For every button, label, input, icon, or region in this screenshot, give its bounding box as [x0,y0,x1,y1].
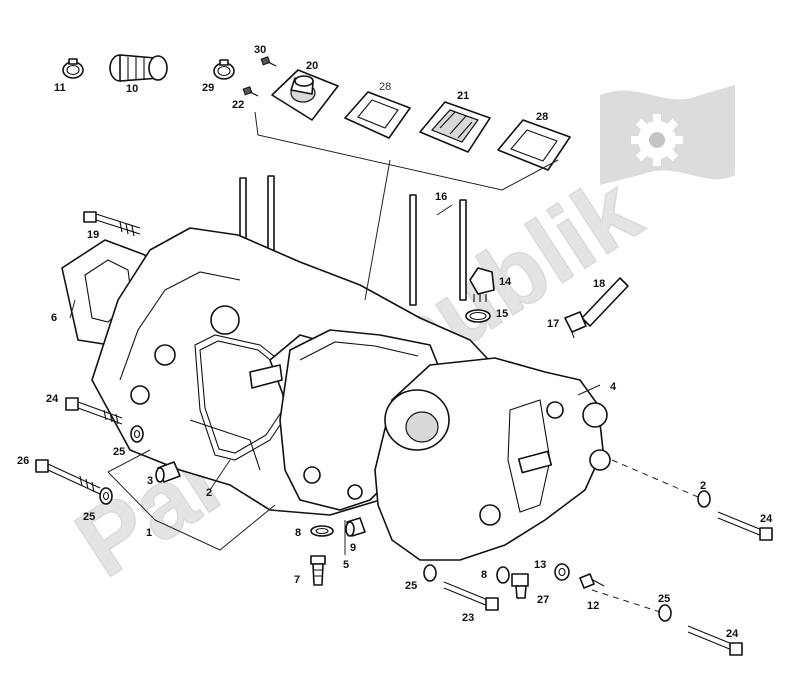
callout-8-center: 8 [295,527,301,539]
part-9-dowel [345,517,366,537]
callout-labels: 11 10 29 22 30 20 28 21 28 19 16 14 15 1… [17,44,773,640]
callout-5: 5 [343,559,349,571]
callout-16: 16 [435,191,447,203]
callout-12: 12 [587,600,599,612]
callout-15: 15 [496,308,508,320]
part-25-washer-left-upper [130,425,144,443]
callout-4: 4 [610,381,617,393]
part-15-o-ring [465,309,491,323]
callout-18: 18 [593,278,605,290]
part-8-washer-center [310,525,334,537]
callout-10: 10 [126,83,138,95]
callout-27: 27 [537,594,549,606]
callout-28-left: 28 [379,81,391,93]
part-26-bolt [35,459,101,495]
callout-2-right: 2 [700,480,706,492]
part-24-bolt-left [65,397,123,425]
part-24-bolt-right [717,511,773,541]
part-25-washer-left-lower [99,487,113,505]
callout-13: 13 [534,559,546,571]
part-25-washer-bottom-right [658,604,672,622]
part-29-clamp [213,59,235,80]
part-10-intake-sleeve [109,54,168,82]
callout-20: 20 [306,60,318,72]
part-8-washer-bottom [496,566,510,584]
callout-21: 21 [457,90,469,102]
callout-8-bottom: 8 [481,569,487,581]
callout-25-left-upper: 25 [113,446,125,458]
part-14-oil-filler-plug [469,267,495,302]
part-19-bolt [83,211,141,237]
part-17-union [564,311,587,339]
callout-30: 30 [254,44,266,56]
part-11-clamp [62,58,84,79]
leader-lines [69,111,699,613]
part-4-side-cover [374,357,611,561]
part-20-intake-manifold [271,69,339,121]
part-22-screw [242,86,259,97]
part-18-breather-hose [581,277,629,327]
part-28-gasket-right [497,119,571,171]
part-25-washer-bottom-left [423,564,437,582]
callout-29: 29 [202,82,214,94]
callout-14: 14 [499,276,512,288]
callout-25-bottom-left: 25 [405,580,417,592]
callout-25-bottom-right: 25 [658,593,670,605]
callout-6: 6 [51,312,57,324]
part-23-bolt [443,581,499,611]
callout-24-left: 24 [46,393,59,405]
callout-23: 23 [462,612,474,624]
callout-3: 3 [147,475,153,487]
part-12-screw [579,573,605,589]
part-21-reed-valve [419,101,491,153]
callout-25-left-lower: 25 [83,511,95,523]
part-27-plug [511,573,529,599]
part-30-screw [260,56,277,67]
part-7-drain-plug [310,555,326,586]
callout-28-right: 28 [536,111,548,123]
watermark-gear-icon [631,114,683,166]
callout-24-bottom: 24 [726,628,739,640]
callout-11: 11 [54,82,66,94]
callout-24-right: 24 [760,513,773,525]
callout-22: 22 [232,99,244,111]
part-28-gasket-left [344,91,411,139]
part-13-washer [554,563,570,581]
callout-7: 7 [294,574,300,586]
part-24-bolt-bottom [687,625,743,656]
part-2-washer-right [697,490,711,508]
callout-26: 26 [17,455,29,467]
callout-2-center: 2 [206,487,212,499]
callout-1: 1 [146,527,152,539]
callout-19: 19 [87,229,99,241]
callout-9: 9 [350,542,356,554]
callout-17: 17 [547,318,559,330]
part-3-dowel [155,461,181,483]
